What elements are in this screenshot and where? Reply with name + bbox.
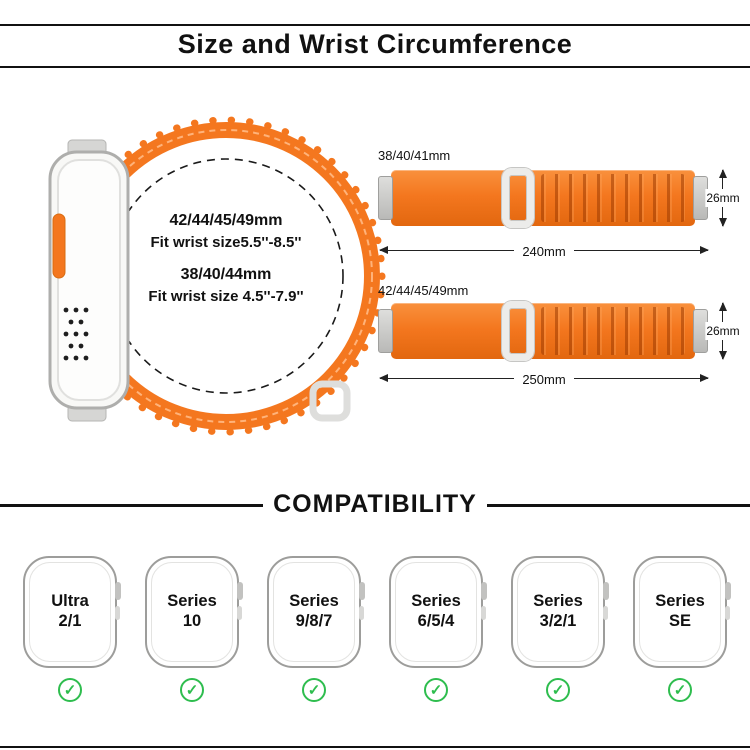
divider-line bbox=[0, 504, 263, 507]
side-button-icon bbox=[237, 606, 242, 620]
check-icon: ✓ bbox=[668, 678, 692, 702]
model-name-line1: Series bbox=[411, 592, 461, 611]
page-title: Size and Wrist Circumference bbox=[177, 29, 573, 59]
length-dimension: 240mm bbox=[379, 242, 709, 259]
model-name-line2: 2/1 bbox=[58, 612, 82, 630]
crown-icon bbox=[725, 582, 731, 600]
watch-screen bbox=[57, 159, 121, 401]
loop-scallop-edge bbox=[66, 116, 386, 436]
speaker-grille-icon bbox=[63, 307, 89, 361]
fit-line-large: Fit wrist size5.5''-8.5'' bbox=[150, 234, 302, 251]
compatibility-models: Ultra 2/1 ✓ Series 10 ✓ Series 9/8/7 ✓ bbox=[0, 556, 750, 702]
model-name-line1: Series bbox=[533, 592, 583, 611]
size-fit-text: 42/44/45/49mm Fit wrist size5.5''-8.5'' … bbox=[116, 210, 336, 308]
action-button-icon bbox=[52, 213, 66, 279]
model-card: Series SE ✓ bbox=[632, 556, 731, 702]
model-card: Series 9/8/7 ✓ bbox=[266, 556, 365, 702]
watch-outline: Series 10 bbox=[145, 556, 243, 668]
g-hook-buckle-icon bbox=[502, 168, 534, 228]
band-length-label: 240mm bbox=[514, 244, 574, 259]
g-hook-buckle-icon bbox=[309, 380, 351, 422]
band-diagram bbox=[378, 168, 708, 228]
model-name-line2: 10 bbox=[182, 612, 202, 630]
band-size-label: 42/44/45/49mm bbox=[378, 283, 469, 298]
band-strap bbox=[391, 170, 695, 226]
watch-outline: Ultra 2/1 bbox=[23, 556, 121, 668]
model-name-line2: 9/8/7 bbox=[295, 612, 333, 630]
band-diagram bbox=[378, 301, 708, 361]
model-name-line2: 6/5/4 bbox=[417, 612, 455, 630]
model-name-line2: SE bbox=[668, 612, 691, 630]
model-name-line2: 3/2/1 bbox=[539, 612, 577, 630]
check-icon: ✓ bbox=[546, 678, 570, 702]
model-name-line1: Series bbox=[289, 592, 339, 611]
side-button-icon bbox=[359, 606, 364, 620]
check-icon: ✓ bbox=[424, 678, 448, 702]
crown-icon bbox=[237, 582, 243, 600]
model-card: Series 3/2/1 ✓ bbox=[510, 556, 609, 702]
crown-icon bbox=[115, 582, 121, 600]
band-ribs bbox=[541, 174, 685, 222]
model-name-line1: Series bbox=[167, 592, 217, 611]
size-line-small: 38/40/44mm bbox=[180, 266, 272, 283]
width-dimension: 26mm bbox=[705, 302, 741, 360]
band-size-label: 38/40/41mm bbox=[378, 148, 451, 163]
check-icon: ✓ bbox=[302, 678, 326, 702]
watch-outline: Series 6/5/4 bbox=[389, 556, 487, 668]
model-card: Series 6/5/4 ✓ bbox=[388, 556, 487, 702]
width-dimension: 26mm bbox=[705, 169, 741, 227]
crown-icon bbox=[359, 582, 365, 600]
band-ribs bbox=[541, 307, 685, 355]
length-dimension: 250mm bbox=[379, 370, 709, 387]
crown-icon bbox=[481, 582, 487, 600]
divider-line bbox=[487, 504, 750, 507]
divider-line bbox=[0, 746, 750, 748]
model-name-line1: Series bbox=[655, 592, 705, 611]
divider-line bbox=[0, 24, 750, 26]
loop-weave-line bbox=[79, 129, 373, 423]
band-width-label: 26mm bbox=[705, 322, 741, 340]
loop-band-illustration bbox=[48, 116, 386, 436]
size-line-large: 42/44/45/49mm bbox=[169, 212, 283, 229]
divider-line bbox=[0, 66, 750, 68]
model-name-line1: Ultra bbox=[51, 592, 89, 611]
fit-line-small: Fit wrist size 4.5''-7.9'' bbox=[148, 288, 304, 305]
watch-adapter-left bbox=[378, 176, 393, 220]
model-card: Series 10 ✓ bbox=[144, 556, 243, 702]
band-width-label: 26mm bbox=[705, 189, 741, 207]
watch-adapter-left bbox=[378, 309, 393, 353]
g-hook-buckle-icon bbox=[502, 301, 534, 361]
side-button-icon bbox=[481, 606, 486, 620]
band-strap bbox=[391, 303, 695, 359]
compatibility-title: COMPATIBILITY bbox=[273, 490, 477, 518]
watch-outline: Series 3/2/1 bbox=[511, 556, 609, 668]
band-length-label: 250mm bbox=[514, 372, 574, 387]
crown-icon bbox=[603, 582, 609, 600]
watch-outline: Series SE bbox=[633, 556, 731, 668]
model-card: Ultra 2/1 ✓ bbox=[22, 556, 121, 702]
check-icon: ✓ bbox=[58, 678, 82, 702]
watch-outline: Series 9/8/7 bbox=[267, 556, 365, 668]
check-icon: ✓ bbox=[180, 678, 204, 702]
side-button-icon bbox=[603, 606, 608, 620]
side-button-icon bbox=[115, 606, 120, 620]
side-button-icon bbox=[725, 606, 730, 620]
